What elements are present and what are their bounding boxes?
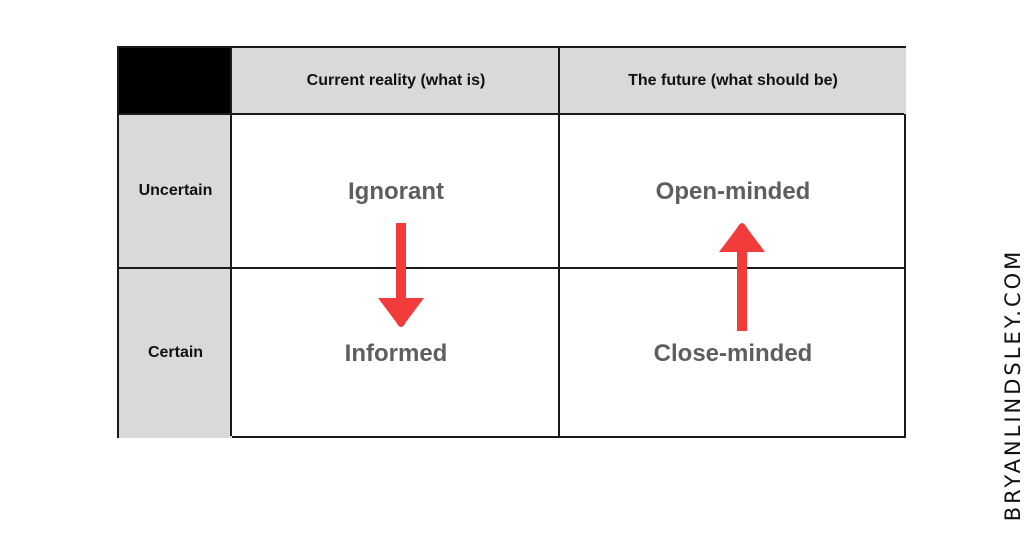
grid-line-horizontal-1 <box>119 113 904 115</box>
grid-line-vertical-2 <box>558 48 560 436</box>
decision-matrix: Current reality (what is) The future (wh… <box>117 46 906 438</box>
column-header-current-reality: Current reality (what is) <box>232 48 560 114</box>
cell-ignorant-label: Ignorant <box>348 178 444 205</box>
cell-close-minded-label: Close-minded <box>653 340 813 367</box>
row-header-uncertain: Uncertain <box>119 114 232 268</box>
cell-ignorant: Ignorant <box>232 114 560 268</box>
cell-open-minded-label: Open-minded <box>655 178 811 205</box>
row-header-certain: Certain <box>119 268 232 438</box>
corner-cell <box>119 48 232 114</box>
cell-open-minded: Open-minded <box>560 114 906 268</box>
grid-line-horizontal-2 <box>119 267 904 269</box>
cell-close-minded: Close-minded <box>560 268 906 438</box>
site-watermark: BRYANLINDSLEY.COM <box>1001 248 1024 522</box>
cell-informed: Informed <box>232 268 560 438</box>
grid-line-vertical-1 <box>230 48 232 436</box>
column-header-future: The future (what should be) <box>560 48 906 114</box>
cell-informed-label: Informed <box>344 340 448 367</box>
